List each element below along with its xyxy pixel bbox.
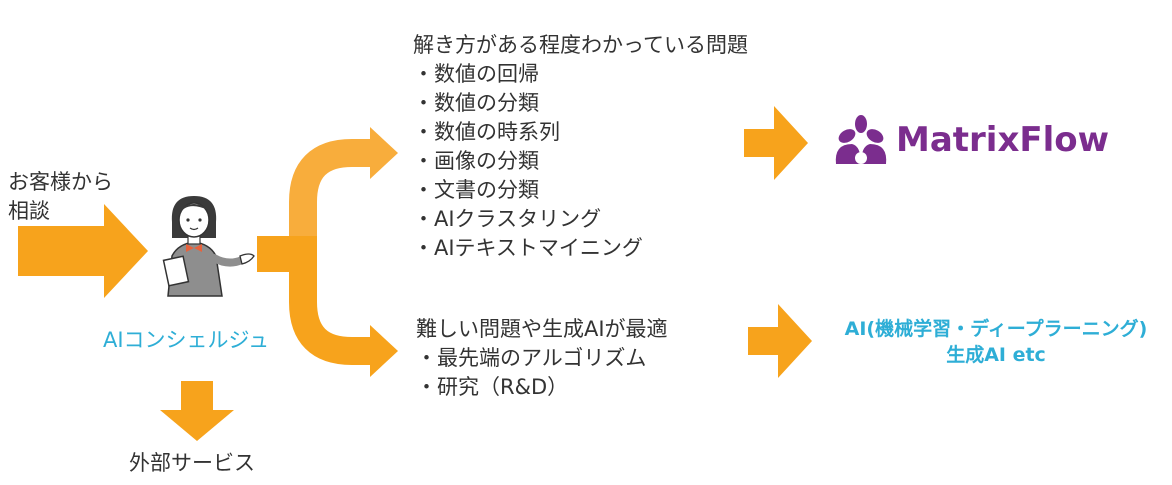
list-item: ・画像の分類 [413,149,539,173]
list-item: ・AIクラスタリング [413,207,602,231]
matrixflow-flower-icon [835,115,887,164]
list-item: ・AIテキストマイニング [413,236,643,260]
lower-group-title: 難しい問題や生成AIが最適 [416,317,668,341]
concierge-label: AIコンシェルジュ [103,328,270,352]
arrow-lower-head [370,325,398,377]
arrow-customer-to-concierge [18,204,148,298]
arrow-to-ai-services [748,304,812,378]
lower-problem-group: 難しい問題や生成AIが最適 ・最先端のアルゴリズム ・研究（R&D） [416,315,668,402]
customer-label: お客様から 相談 [8,168,113,226]
list-item: ・数値の回帰 [413,62,539,86]
matrixflow-logo-text: MatrixFlow [896,120,1110,160]
customer-line-1: お客様から [8,170,113,194]
ai-services-label: AI(機械学習・ディープラーニング) 生成AI etc [836,316,1156,368]
ai-services-line-1: AI(機械学習・ディープラーニング) [844,318,1148,340]
matrixflow-logo: MatrixFlow [832,112,1109,172]
arrow-upper-head [370,127,398,179]
list-item: ・文書の分類 [413,178,539,202]
upper-group-title: 解き方がある程度わかっている問題 [413,33,748,57]
upper-problem-group: 解き方がある程度わかっている問題 ・数値の回帰 ・数値の分類 ・数値の時系列 ・… [413,31,748,263]
arrow-to-matrixflow [744,106,808,180]
external-service-label: 外部サービス [129,451,255,475]
branch-upper-connector [289,139,372,272]
concierge-illustration-icon [162,196,255,297]
list-item: ・数値の分類 [413,91,539,115]
list-item: ・研究（R&D） [416,375,569,399]
arrow-down-external [160,381,234,441]
list-item: ・数値の時系列 [413,120,560,144]
branch-lower-connector [289,236,372,365]
customer-line-2: 相談 [8,199,50,223]
ai-services-line-2: 生成AI etc [946,344,1046,366]
list-item: ・最先端のアルゴリズム [416,346,647,370]
